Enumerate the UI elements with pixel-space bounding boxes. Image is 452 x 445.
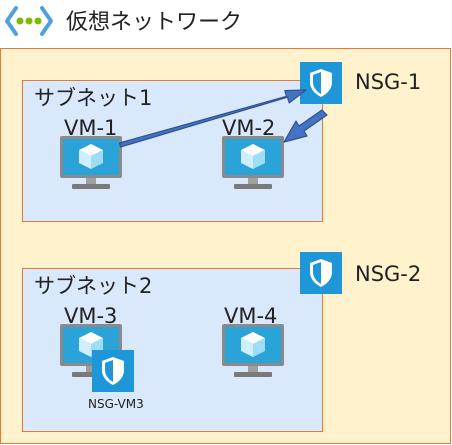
vnet-title: 仮想ネットワーク bbox=[66, 10, 243, 35]
nsg-vm3-icon bbox=[92, 350, 134, 392]
vm-4-icon bbox=[222, 324, 284, 380]
vm-2-icon bbox=[222, 136, 284, 192]
nsg-2-label: NSG-2 bbox=[355, 262, 422, 286]
subnet-1-label: サブネット1 bbox=[34, 86, 153, 110]
subnet-2-label: サブネット2 bbox=[34, 274, 153, 298]
nsg-1-icon bbox=[300, 62, 342, 104]
nsg-1-label: NSG-1 bbox=[355, 70, 422, 94]
nsg-vm3-label: NSG-VM3 bbox=[88, 397, 144, 411]
vm-1-icon bbox=[60, 136, 122, 192]
virtual-network-icon bbox=[5, 6, 53, 36]
nsg-2-icon bbox=[300, 252, 342, 294]
